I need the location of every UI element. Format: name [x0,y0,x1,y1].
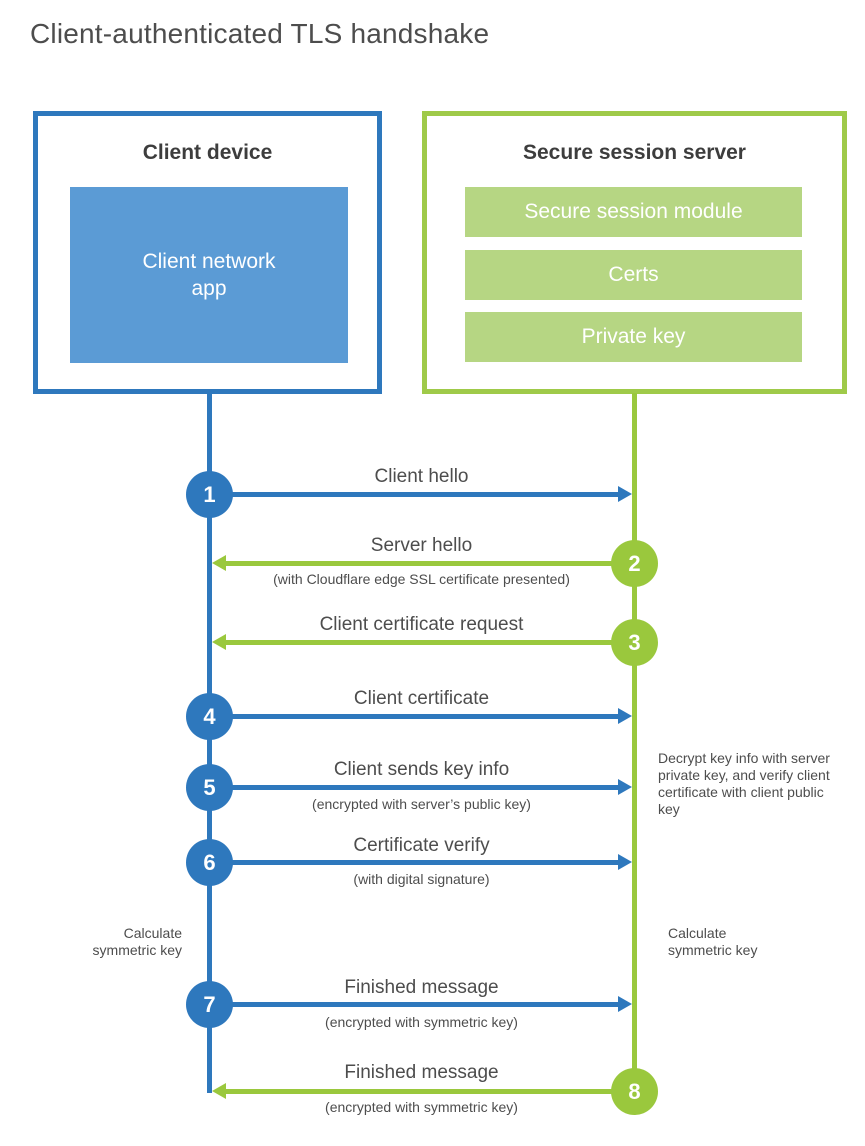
step7-label: Finished message [344,977,499,998]
step8-arrowhead-icon [212,1083,226,1099]
client-app-label-line1: Client network [142,250,276,273]
step2-arrowhead-icon [212,555,226,571]
step5-arrowhead-icon [618,779,632,795]
server-title: Secure session server [523,141,746,164]
client-lifeline [207,393,212,1093]
step3-arrowhead-icon [212,634,226,650]
client-device-title: Client device [142,141,273,164]
secure-session-server-box: Secure session server Secure session mod… [422,111,847,394]
client-app-label-line2: app [191,277,227,300]
page-title: Client-authenticated TLS handshake [30,18,490,49]
step7-arrow [230,1002,618,1007]
step8-sublabel: (encrypted with symmetric key) [325,1099,518,1115]
step7-circle: 7 [186,981,233,1028]
step7-sublabel: (encrypted with symmetric key) [325,1014,518,1030]
step2-circle: 2 [611,540,658,587]
step4-circle: 4 [186,693,233,740]
client-device-box: Client device Client network app [33,111,382,394]
step6-sublabel: (with digital signature) [353,871,490,887]
step1-arrow [230,492,618,497]
step8-label: Finished message [344,1062,499,1083]
client-network-app-box: Client network app [70,187,348,363]
step3-arrow [226,640,612,645]
step8-arrow [226,1089,612,1094]
private-key-bar: Private key [465,312,802,362]
server-decrypt-note: Decrypt key info with server private key… [658,750,830,817]
step6-circle: 6 [186,839,233,886]
step6-label: Certificate verify [353,835,490,856]
server-lifeline [632,393,637,1103]
step2-arrow [226,561,612,566]
step6-arrowhead-icon [618,854,632,870]
step7-arrowhead-icon [618,996,632,1012]
step2-label: Server hello [370,535,473,556]
step5-label: Client sends key info [333,759,510,780]
step8-circle: 8 [611,1068,658,1115]
step1-label: Client hello [374,466,469,487]
step4-arrow [230,714,618,719]
step5-sublabel: (encrypted with server’s public key) [312,796,531,812]
step2-sublabel: (with Cloudflare edge SSL certificate pr… [273,571,570,587]
step3-label: Client certificate request [319,614,524,635]
step4-arrowhead-icon [618,708,632,724]
step1-circle: 1 [186,471,233,518]
calc-symmetric-key-left: Calculate symmetric key [92,925,182,958]
step3-circle: 3 [611,619,658,666]
step6-arrow [230,860,618,865]
step5-circle: 5 [186,764,233,811]
step5-arrow [230,785,618,790]
secure-session-module-bar: Secure session module [465,187,802,237]
certs-bar: Certs [465,250,802,300]
step1-arrowhead-icon [618,486,632,502]
step4-label: Client certificate [353,688,490,709]
calc-symmetric-key-right: Calculate symmetric key [668,925,758,958]
